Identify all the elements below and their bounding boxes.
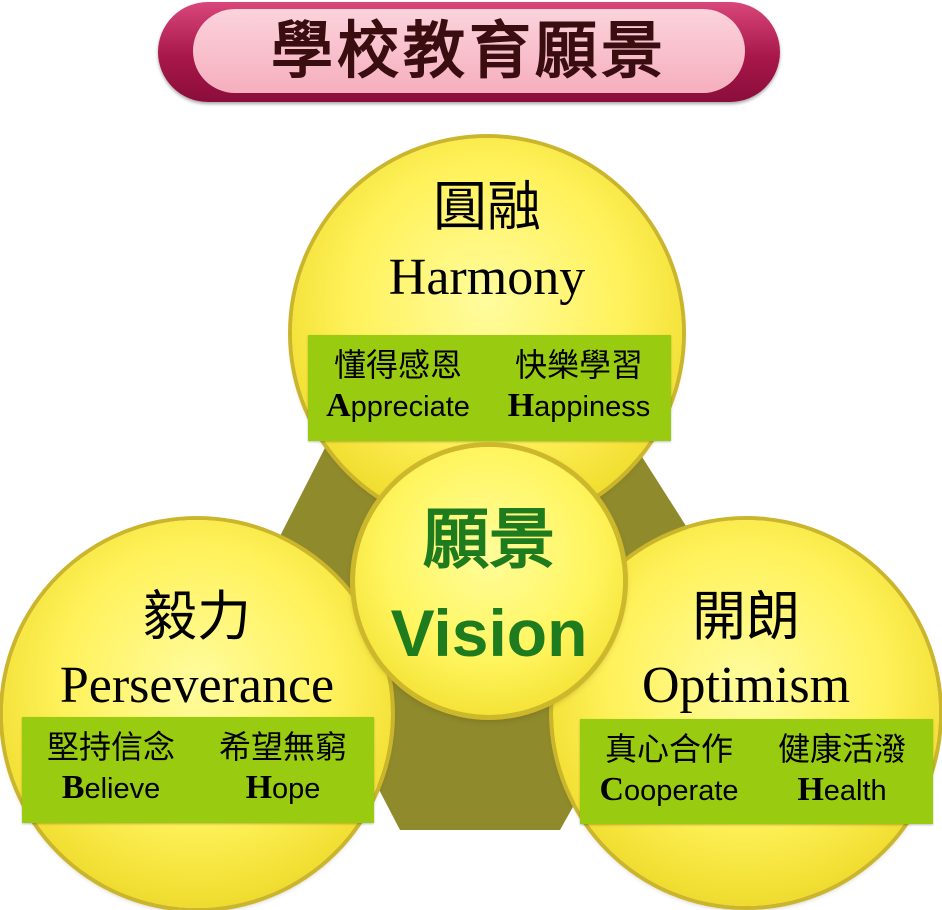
pillar-right-cn: 開朗: [692, 585, 800, 648]
values-box-right: [580, 719, 933, 824]
title-banner-inner: 學校教育願景: [193, 9, 745, 93]
value-appreciate-en: Appreciate: [313, 386, 483, 427]
value-appreciate-cn: 懂得感恩: [333, 346, 462, 384]
value-cooperate-rest: ooperate: [624, 775, 739, 808]
value-happiness-initial: H: [507, 387, 535, 425]
value-hope-rest: ope: [272, 773, 321, 806]
value-health-en: Health: [757, 770, 927, 811]
value-happiness-en: Happiness: [494, 386, 664, 427]
value-health-rest: ealth: [823, 775, 887, 808]
value-health: 健康活潑 Health: [757, 730, 927, 811]
value-happiness: 快樂學習 Happiness: [494, 346, 664, 427]
value-appreciate: 懂得感恩 Appreciate: [313, 346, 483, 427]
value-believe-cn: 堅持信念: [46, 728, 175, 766]
value-cooperate-initial: C: [599, 771, 625, 809]
value-hope: 希望無窮 Hope: [198, 728, 368, 809]
value-believe-initial: B: [61, 769, 85, 807]
center-en: Vision: [390, 596, 588, 670]
value-cooperate-en: Cooperate: [584, 770, 754, 811]
pillar-left-cn: 毅力: [143, 585, 251, 648]
value-appreciate-initial: A: [326, 387, 351, 425]
circle-perseverance: [3, 520, 391, 908]
value-health-cn: 健康活潑: [777, 730, 906, 768]
value-appreciate-rest: ppreciate: [350, 391, 470, 424]
circle-vision: [355, 447, 623, 715]
diagram-title: 學校教育願景: [270, 14, 667, 87]
value-believe-rest: elieve: [84, 773, 161, 806]
values-box-left: [22, 717, 374, 823]
center-cn: 願景: [423, 501, 555, 578]
pillar-top-cn: 圓融: [433, 175, 541, 238]
value-happiness-cn: 快樂學習: [514, 346, 643, 384]
value-believe-en: Believe: [26, 768, 196, 809]
pillar-right-en: Optimism: [641, 657, 851, 714]
values-box-top: [308, 335, 671, 441]
value-hope-en: Hope: [198, 768, 368, 809]
value-hope-cn: 希望無窮: [218, 728, 347, 766]
pillar-top-en: Harmony: [388, 249, 586, 306]
value-cooperate: 真心合作 Cooperate: [584, 730, 754, 811]
value-happiness-rest: appiness: [534, 391, 651, 424]
value-hope-initial: H: [245, 769, 273, 807]
pillar-left-en: Perseverance: [59, 657, 335, 714]
value-believe: 堅持信念 Believe: [26, 728, 196, 809]
value-health-initial: H: [797, 771, 824, 809]
value-cooperate-cn: 真心合作: [604, 730, 733, 768]
